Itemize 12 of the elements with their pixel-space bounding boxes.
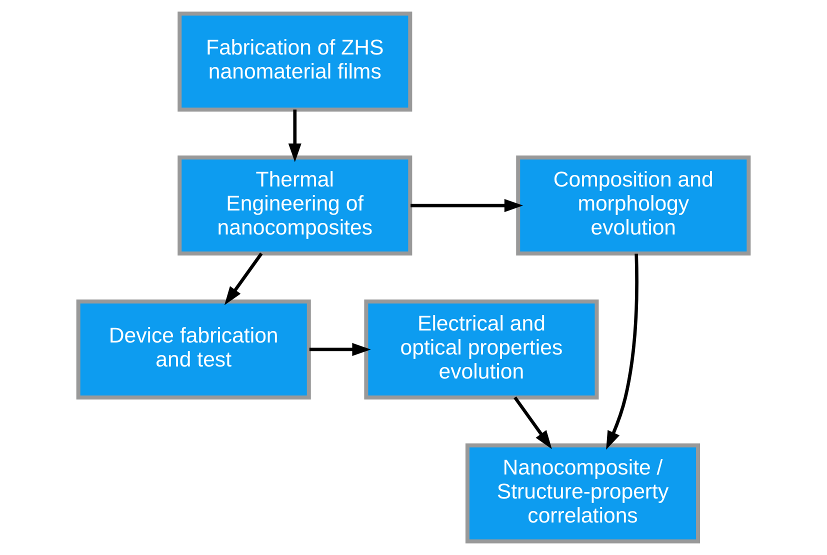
arrow bbox=[410, 198, 524, 212]
node-box: Nanocomposite / Structure-property correlations bbox=[465, 443, 700, 544]
node-box: Fabrication of ZHS nanomaterial films bbox=[178, 12, 412, 112]
node-box: Composition and morphology evolution bbox=[516, 156, 751, 256]
node-box: Device fabrication and test bbox=[76, 300, 311, 400]
arrow bbox=[309, 342, 371, 356]
arrow bbox=[514, 396, 552, 450]
node-box: Thermal Engineering of nanocomposites bbox=[178, 156, 412, 256]
arrow bbox=[224, 252, 263, 306]
node-box: Electrical and optical properties evolution bbox=[364, 300, 599, 400]
arrow bbox=[606, 254, 638, 450]
arrow bbox=[288, 110, 302, 162]
